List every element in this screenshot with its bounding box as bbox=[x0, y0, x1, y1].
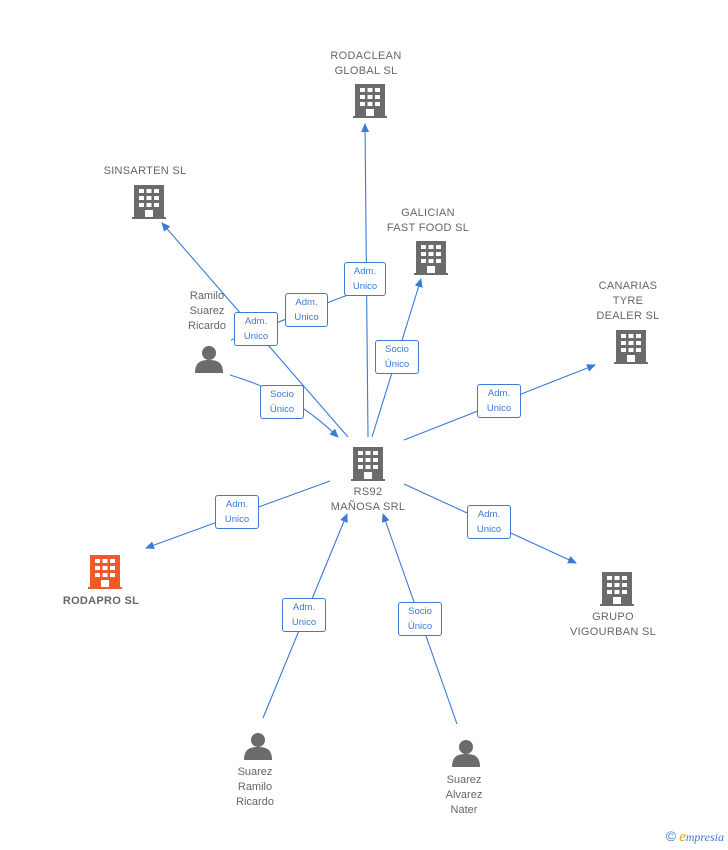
building-icon[interactable] bbox=[414, 241, 448, 275]
copyright-icon: © bbox=[665, 828, 677, 844]
node-label-grupo[interactable]: GRUPO VIGOURBAN SL bbox=[569, 611, 657, 638]
edge-label: Adm. Unico bbox=[234, 312, 278, 346]
edge-label: Socio Único bbox=[398, 602, 442, 636]
edge-label: Adm. Unico bbox=[477, 384, 521, 418]
edge-label: Adm. Unico bbox=[282, 598, 326, 632]
building-icon[interactable] bbox=[132, 185, 166, 219]
node-label-suarez-ramilo[interactable]: Suarez Ramilo Ricardo bbox=[236, 766, 274, 808]
node-label-canarias[interactable]: CANARIAS TYRE DEALER SL bbox=[596, 280, 660, 322]
person-icon[interactable] bbox=[244, 733, 272, 760]
building-icon[interactable] bbox=[88, 555, 122, 589]
node-label-ramilo[interactable]: Ramilo Suarez Ricardo bbox=[188, 290, 226, 332]
edge-label: Adm. Unico bbox=[215, 495, 259, 529]
node-label-rodapro[interactable]: RODAPRO SL bbox=[62, 595, 140, 607]
edge-label: Adm. Unico bbox=[344, 262, 386, 296]
node-label-sinsarten[interactable]: SINSARTEN SL bbox=[103, 165, 187, 177]
node-label-rodaclean[interactable]: RODACLEAN GLOBAL SL bbox=[330, 50, 402, 77]
edge-label: Adm. Unico bbox=[467, 505, 511, 539]
edge-label: Socio Único bbox=[375, 340, 419, 374]
building-icon[interactable] bbox=[353, 84, 387, 118]
building-icon[interactable] bbox=[614, 330, 648, 364]
node-label-galician[interactable]: GALICIAN FAST FOOD SL bbox=[386, 207, 470, 234]
person-icon[interactable] bbox=[195, 346, 223, 373]
building-icon[interactable] bbox=[600, 572, 634, 606]
brand-logo: ©empresia bbox=[665, 828, 724, 845]
building-icon[interactable] bbox=[351, 447, 385, 481]
person-icon[interactable] bbox=[452, 740, 480, 767]
edge-label: Socio Único bbox=[260, 385, 304, 419]
node-label-rs92[interactable]: RS92 MAÑOSA SRL bbox=[330, 486, 406, 513]
edge-label: Adm. Unico bbox=[285, 293, 328, 327]
node-label-suarez-alvarez[interactable]: Suarez Alvarez Nater bbox=[445, 774, 483, 816]
